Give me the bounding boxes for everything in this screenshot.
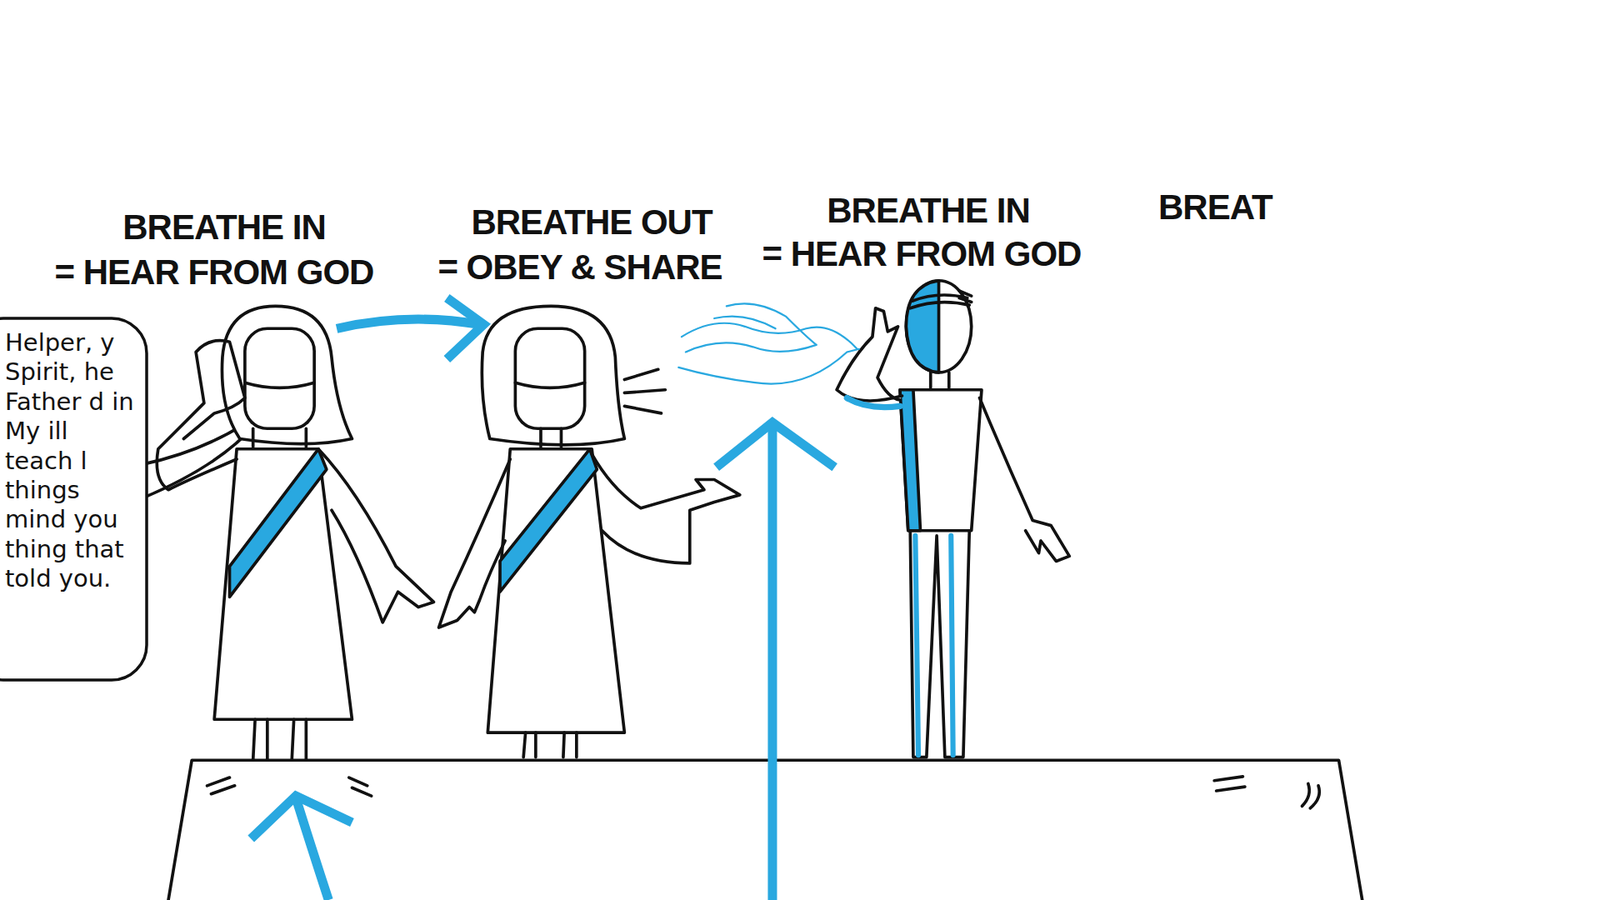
step-heading: = HEAR FROM GOD: [762, 235, 1082, 274]
step-heading: = HEAR FROM GOD: [55, 253, 375, 292]
speech-bubble: Helper, y Spirit, he Father d in My ill …: [0, 316, 149, 682]
step-heading: BREAT: [1158, 188, 1273, 227]
step-heading: = OBEY & SHARE: [437, 248, 722, 287]
speech-text: Helper, y Spirit, he Father d in My ill …: [5, 328, 139, 594]
step-heading: BREATHE IN: [826, 191, 1030, 230]
step-heading: BREATHE IN: [122, 208, 326, 247]
step-heading: BREATHE OUT: [470, 203, 712, 242]
